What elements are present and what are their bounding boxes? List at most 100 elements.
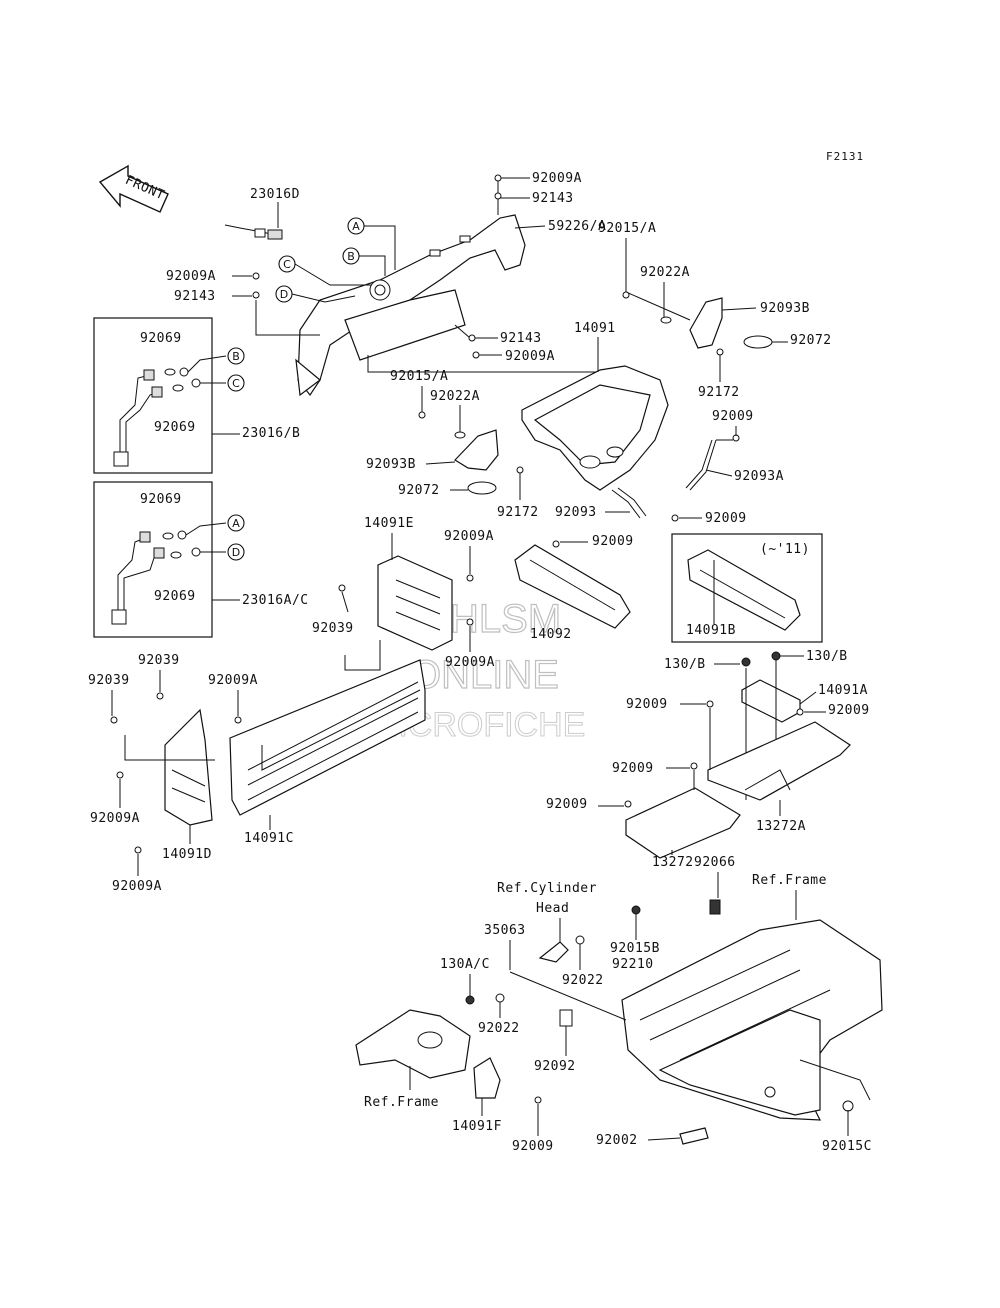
label-92143-mid: 92143	[500, 331, 542, 346]
part-14091B-guard	[687, 549, 801, 631]
watermark-line1: HLSM	[450, 597, 561, 641]
label-23016D: 23016D	[250, 187, 300, 202]
label-14091E: 14091E	[364, 516, 414, 531]
label-92069-2: 92069	[154, 420, 196, 435]
label-92009A-left: 92009A	[166, 269, 216, 284]
part-23016AC-harness	[111, 530, 201, 625]
label-92009A-c: 92009A	[208, 673, 258, 688]
label-130B-left: 130/B	[664, 657, 706, 672]
label-92009-s2: 92009	[828, 703, 870, 718]
label-92009-right2: 92009	[705, 511, 747, 526]
part-35063-bolt	[509, 941, 627, 1021]
label-13272: 13272	[652, 855, 694, 870]
svg-text:A: A	[232, 517, 240, 530]
part-92093A-stay	[685, 439, 717, 491]
label-92039-b: 92039	[138, 653, 180, 668]
label-92002: 92002	[596, 1133, 638, 1148]
part-92093B-bracket-right	[689, 297, 723, 349]
watermark-line2: ONLINE	[410, 653, 559, 697]
label-92015C: 92015C	[822, 1139, 872, 1154]
label-92093: 92093	[555, 505, 597, 520]
part-92093-stay	[611, 487, 647, 519]
callout-c-top: C	[278, 255, 372, 286]
svg-text:C: C	[232, 377, 240, 390]
label-92093B-mid: 92093B	[366, 457, 416, 472]
label-92009A-e: 92009A	[444, 529, 494, 544]
part-14091F-bracket	[473, 1057, 501, 1099]
label-92210: 92210	[612, 957, 654, 972]
label-92022A-mid: 92022A	[430, 389, 480, 404]
label-14092: 14092	[530, 627, 572, 642]
label-92022A-right: 92022A	[640, 265, 690, 280]
watermark: HLSM ONLINE MICROFICHE	[370, 596, 586, 744]
label-14091D: 14091D	[162, 847, 212, 862]
svg-text:B: B	[347, 250, 355, 263]
part-92002-bolt	[679, 1127, 709, 1145]
inset-box-14091B	[671, 533, 823, 643]
ref-frame-right: Ref.Frame	[752, 873, 827, 888]
label-92022-a: 92022	[562, 973, 604, 988]
label-92015A-mid: 92015/A	[390, 369, 448, 384]
label-92022-b: 92022	[478, 1021, 520, 1036]
label-92009A: 92009A	[532, 171, 582, 186]
label-92143: 92143	[532, 191, 574, 206]
svg-text:D: D	[280, 288, 288, 301]
label-92009-s4: 92009	[546, 797, 588, 812]
label-92072-mid: 92072	[398, 483, 440, 498]
label-23016B: 23016/B	[242, 426, 300, 441]
ref-cylinder-line1: Ref.Cylinder	[497, 881, 597, 896]
part-14091-tray	[521, 365, 669, 491]
label-92009A-d: 92009A	[90, 811, 140, 826]
label-92069-4: 92069	[154, 589, 196, 604]
label-92009-right: 92009	[712, 409, 754, 424]
label-92009-f: 92009	[512, 1139, 554, 1154]
label-92172-mid: 92172	[497, 505, 539, 520]
part-13272A-plate	[707, 721, 851, 801]
ref-frame-left: Ref.Frame	[364, 1095, 439, 1110]
part-14091D-guard	[164, 708, 213, 826]
inset-note: (~'11)	[760, 542, 810, 557]
label-23016AC: 23016A/C	[242, 593, 309, 608]
label-92069-1: 92069	[140, 331, 182, 346]
label-59226A: 59226/A	[548, 219, 606, 234]
part-14091A-plate	[741, 679, 801, 723]
svg-text:B: B	[232, 350, 240, 363]
part-92072-ring-mid	[467, 481, 497, 495]
label-92015A-right: 92015/A	[598, 221, 656, 236]
front-arrow-icon: FRONT	[98, 164, 169, 213]
label-92072-right: 92072	[790, 333, 832, 348]
inset-box-23016AC	[93, 481, 213, 638]
frame-assembly	[621, 899, 883, 1121]
callout-b-left: B	[187, 347, 245, 373]
label-92066: 92066	[694, 855, 736, 870]
part-59226A-bar	[295, 214, 526, 397]
label-14091: 14091	[574, 321, 616, 336]
label-92009A-e2: 92009A	[445, 655, 495, 670]
label-92009-s3: 92009	[612, 761, 654, 776]
label-92172-right: 92172	[698, 385, 740, 400]
part-92093B-bracket-mid	[454, 429, 499, 471]
svg-text:D: D	[232, 546, 240, 559]
label-13272A: 13272A	[756, 819, 806, 834]
svg-text:A: A	[352, 220, 360, 233]
part-23016D-harness	[224, 224, 283, 240]
part-13272-plate	[625, 787, 741, 859]
diagram-code: F2131	[826, 150, 864, 163]
ref-cylinder-line2: Head	[536, 901, 569, 916]
label-130B-right: 130/B	[806, 649, 848, 664]
part-14091E-guard	[377, 555, 453, 651]
callout-a-top: A	[347, 217, 396, 270]
label-14091A: 14091A	[818, 683, 868, 698]
label-92009-s1: 92009	[626, 697, 668, 712]
inset-box-23016B	[93, 317, 213, 474]
label-35063: 35063	[484, 923, 526, 938]
label-92069-3: 92069	[140, 492, 182, 507]
label-92009A-mid: 92009A	[505, 349, 555, 364]
label-92009A-d2: 92009A	[112, 879, 162, 894]
label-14091F: 14091F	[452, 1119, 502, 1134]
label-92015B: 92015B	[610, 941, 660, 956]
part-14091C-guard	[229, 659, 426, 816]
callout-d-top: D	[275, 285, 356, 303]
